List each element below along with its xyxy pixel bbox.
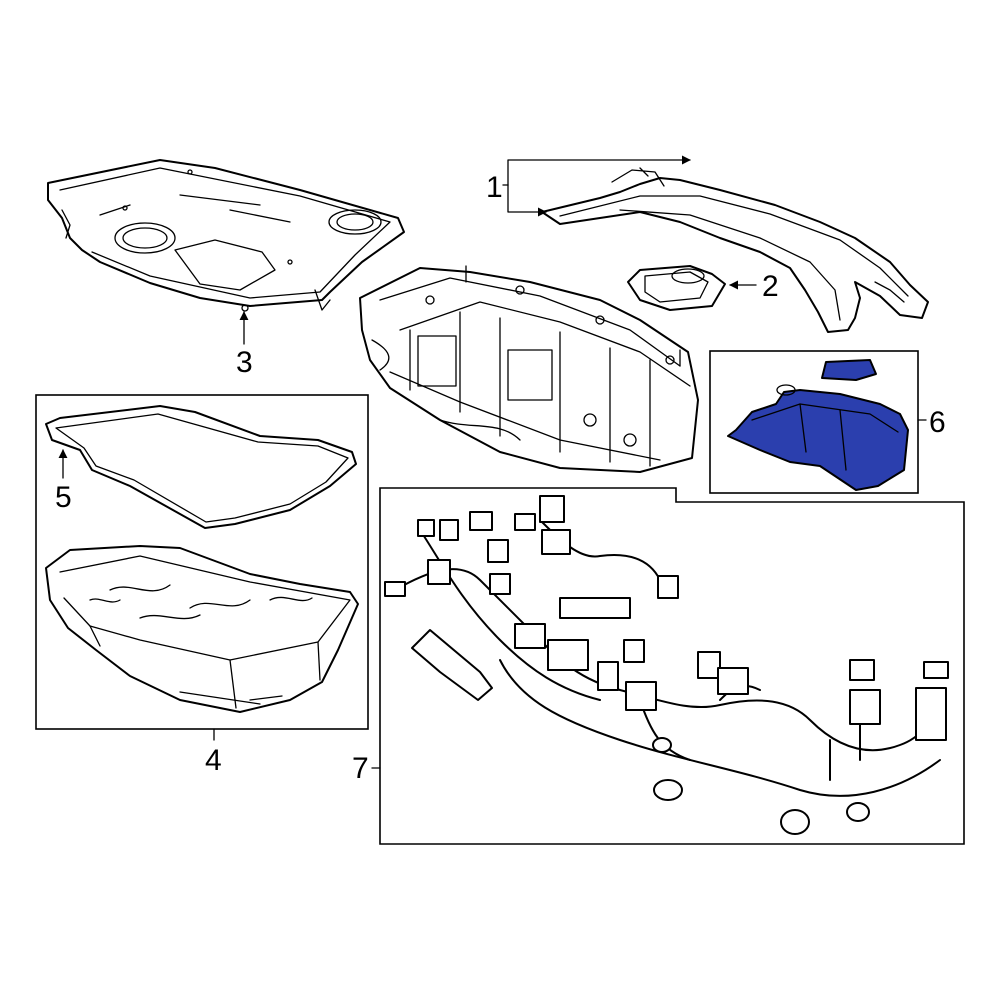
group-box-4-5 (35, 394, 369, 730)
part-3-upper-tray[interactable] (47, 159, 405, 312)
part-6-gasket-plate (821, 359, 877, 381)
group-box-6 (709, 350, 919, 494)
part-6-main-body (727, 389, 909, 491)
part-1-bracket[interactable] (541, 167, 929, 333)
callout-5: 5 (55, 481, 72, 514)
part-2-cover[interactable] (627, 265, 726, 311)
part-7-wiring-harness[interactable] (384, 495, 949, 835)
callout-lines (58, 155, 927, 769)
callout-1: 1 (486, 171, 503, 204)
part-6-highlighted[interactable] (727, 359, 909, 491)
part-5-gasket[interactable] (45, 405, 357, 529)
part-4-lower-tray[interactable] (45, 545, 359, 713)
callout-4: 4 (205, 744, 222, 777)
battery-module-assembly (359, 265, 699, 473)
callout-2: 2 (762, 270, 779, 303)
callout-3: 3 (236, 346, 253, 379)
callout-7: 7 (352, 752, 369, 785)
callout-6: 6 (929, 406, 946, 439)
group-box-7 (379, 487, 965, 845)
